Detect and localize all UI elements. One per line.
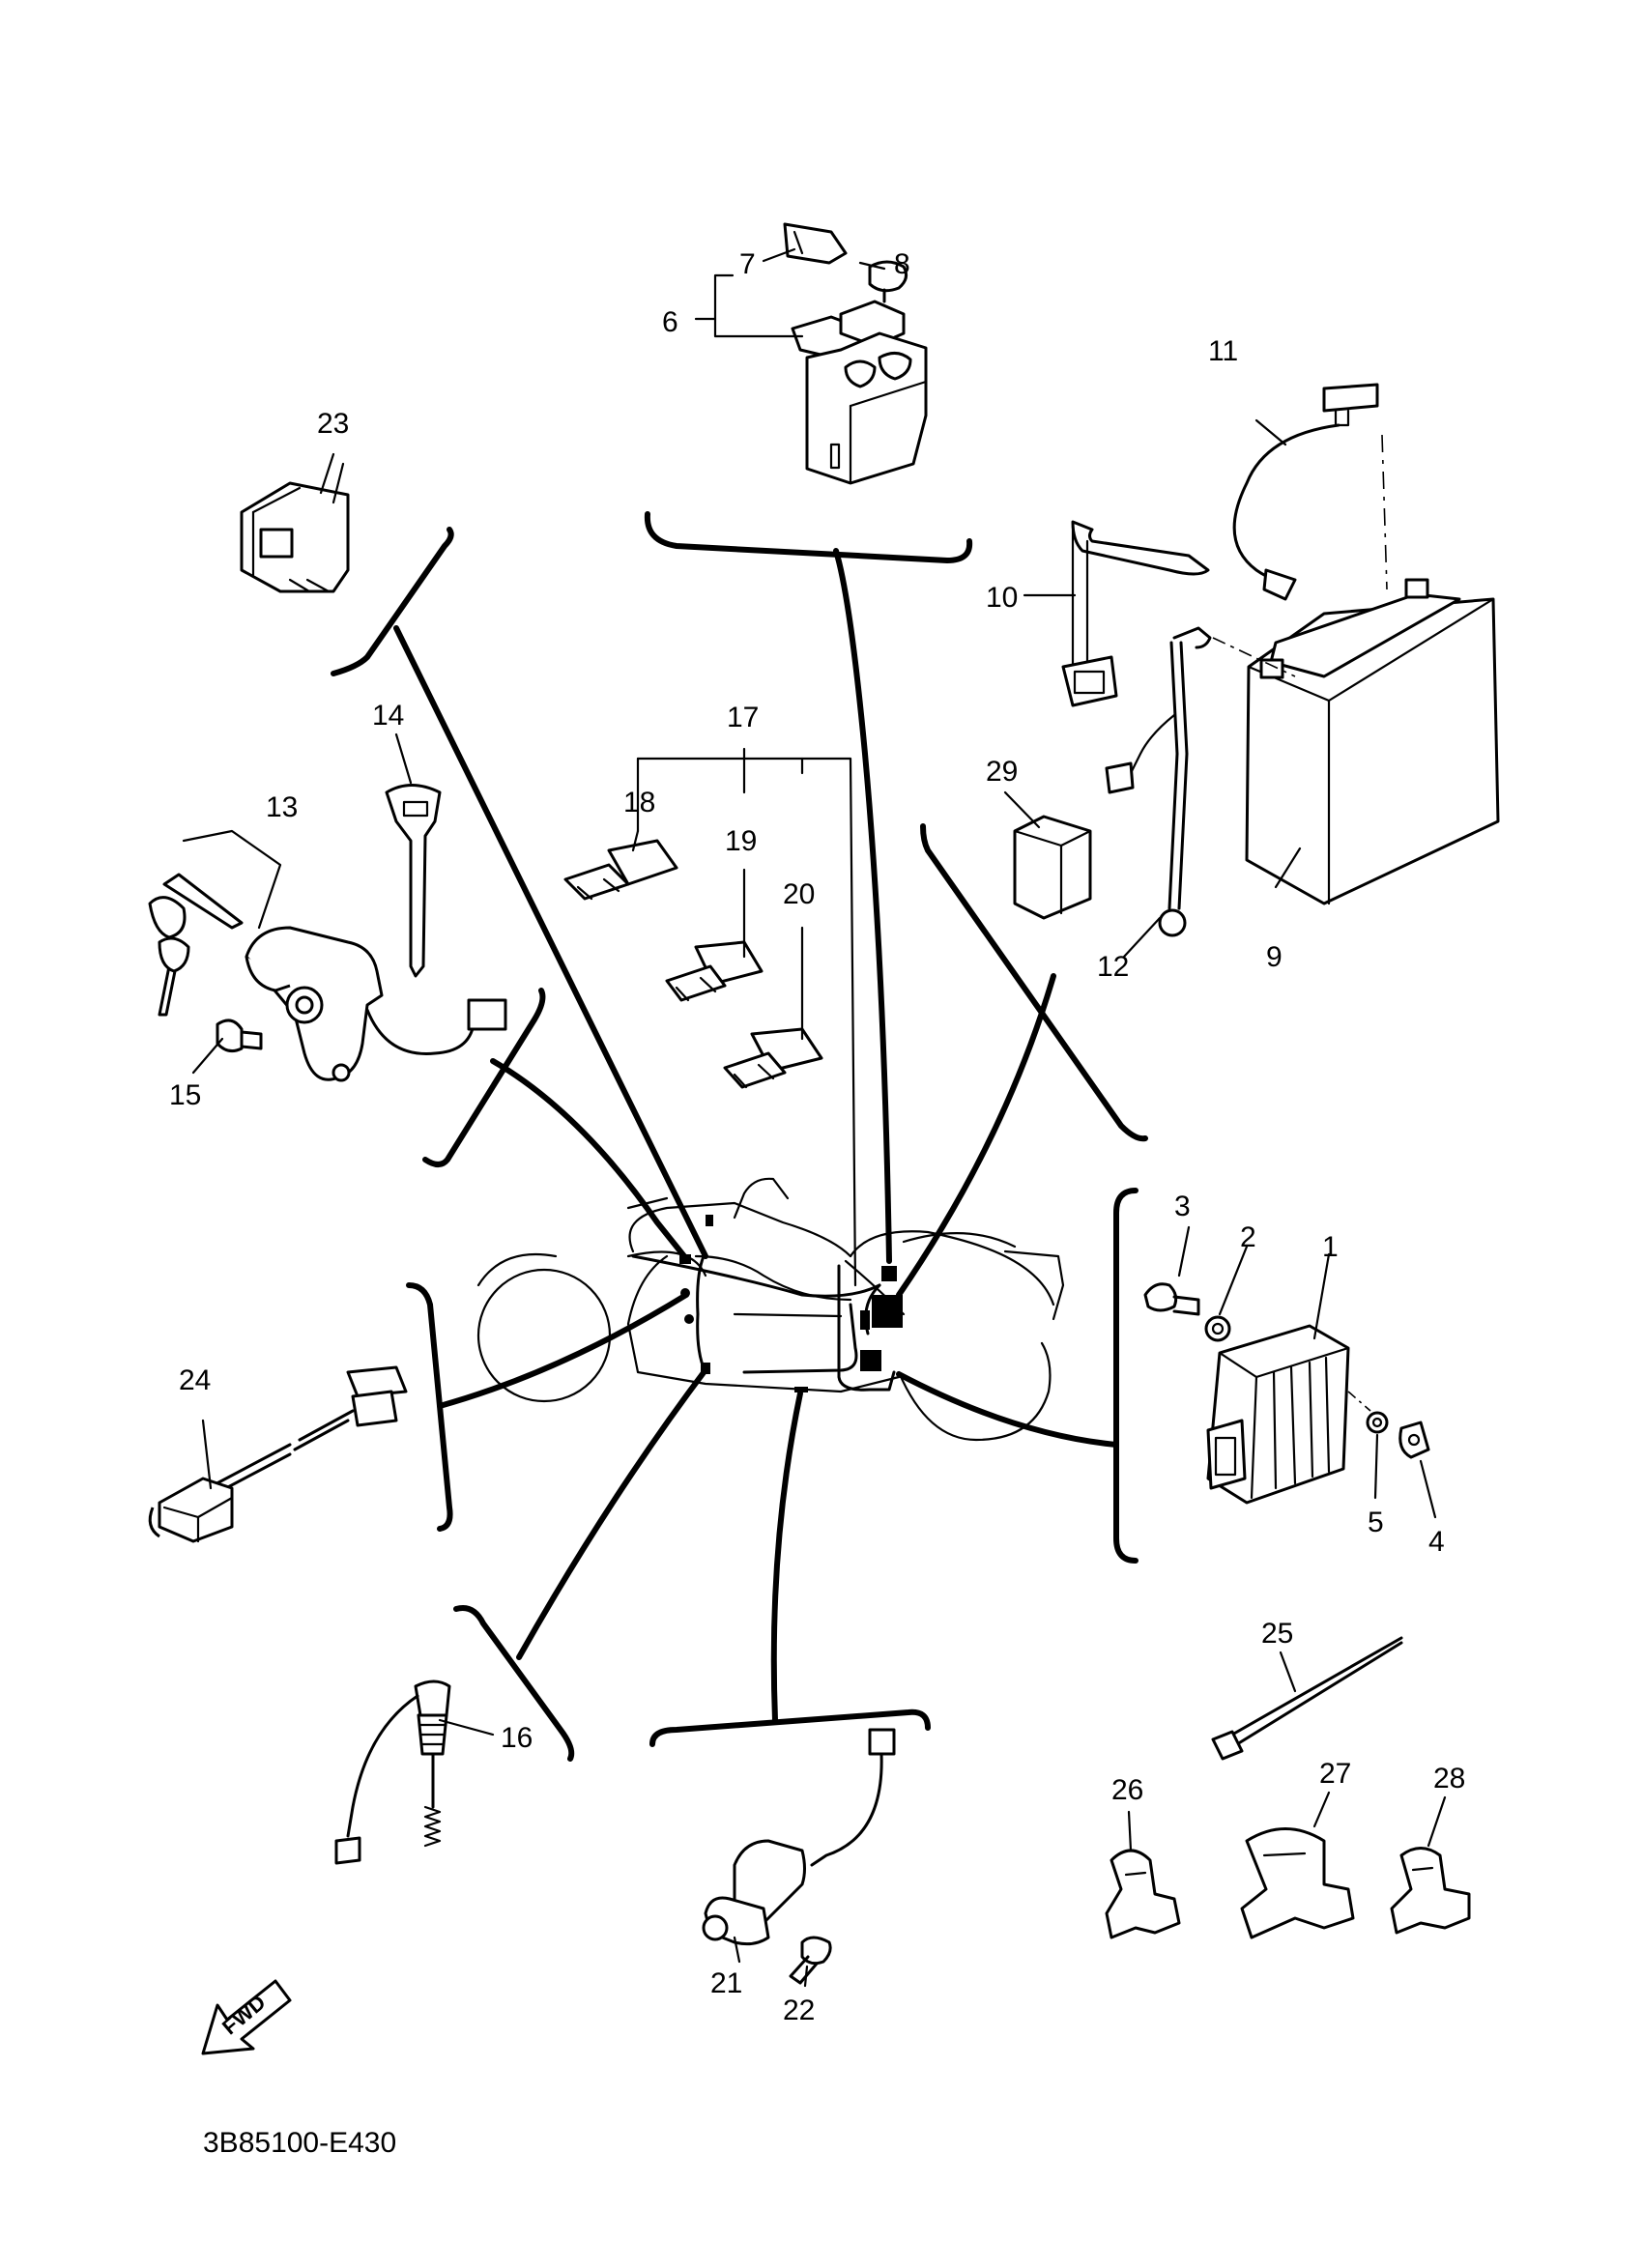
callout-leaders [182,247,1447,1988]
ground-lead-illustration [1105,626,1296,937]
relay-illustration [240,481,350,593]
callout-28: 28 [1433,1763,1465,1794]
callout-12: 12 [1097,951,1129,983]
callout-20: 20 [783,878,815,910]
callout-26: 26 [1111,1774,1143,1806]
callout-24: 24 [179,1364,211,1396]
callout-8: 8 [894,248,910,280]
callout-13: 13 [266,791,298,823]
callout-19: 19 [725,825,757,857]
screw-illustration [216,1019,263,1053]
callout-9: 9 [1266,941,1283,973]
neutral-switch-illustration [334,1679,451,1865]
callout-7: 7 [739,248,756,280]
leader-lines [331,511,1148,1762]
callout-6: 6 [662,306,678,338]
battery-band-illustration [1061,520,1210,707]
callout-5: 5 [1368,1507,1384,1538]
rectifier-regulator-illustration [1143,1282,1430,1505]
cable-tie-illustration [1211,1636,1403,1761]
diagram-code: 3B85100-E430 [203,2127,396,2159]
callout-11: 11 [1208,335,1238,367]
callout-16: 16 [501,1722,533,1754]
sensor-lead-illustration [148,1365,408,1543]
clamp-illustration [1105,1827,1471,1939]
battery-lead-illustration [1232,383,1388,601]
callout-labels: 1 2 3 4 5 6 7 8 9 10 11 12 13 14 15 16 1… [169,248,1465,2026]
callout-18: 18 [623,787,655,818]
main-switch-illustration [148,873,507,1082]
callout-17: 17 [727,702,759,733]
callout-15: 15 [169,1079,201,1111]
wire-harness [631,1215,903,1392]
fwd-arrow-icon: FWD [201,1979,292,2055]
callout-2: 2 [1240,1221,1256,1253]
key-illustration [385,784,442,978]
fuse-illustration [563,839,823,1089]
callout-29: 29 [986,756,1018,788]
callout-23: 23 [317,408,349,440]
callout-14: 14 [372,700,404,732]
flasher-relay-illustration [1013,815,1092,920]
callout-21: 21 [710,1967,742,1999]
callout-27: 27 [1319,1758,1351,1790]
callout-10: 10 [986,582,1018,614]
callout-3: 3 [1174,1191,1191,1222]
callout-25: 25 [1261,1618,1293,1650]
callout-1: 1 [1322,1231,1339,1263]
starter-relay-illustration [783,222,928,485]
sidestand-switch-illustration [702,1728,896,1985]
motorcycle-silhouette [476,1177,1065,1442]
battery-illustration [1245,578,1500,905]
callout-22: 22 [783,1995,815,2026]
callout-4: 4 [1428,1526,1445,1558]
